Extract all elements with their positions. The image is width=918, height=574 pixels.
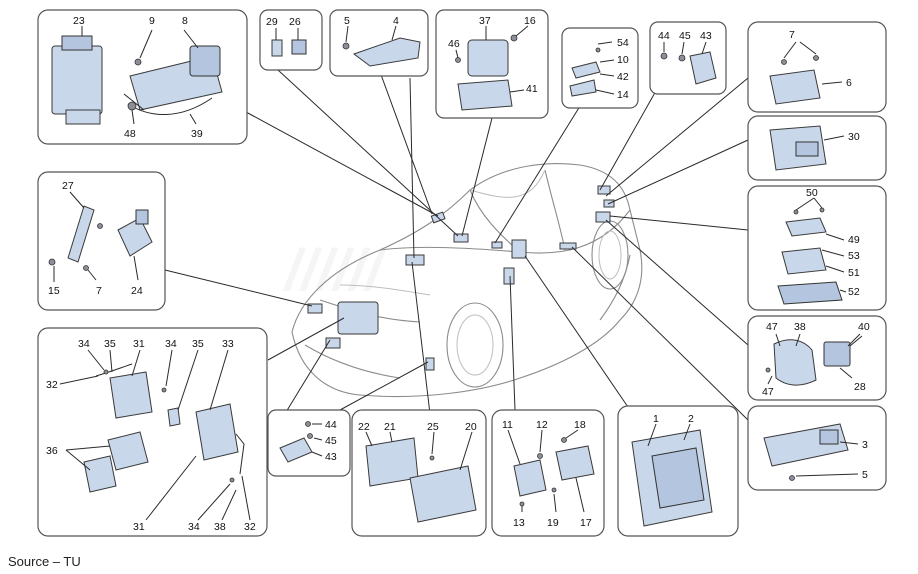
callout-32b: 32 (244, 521, 256, 533)
callout-11: 11 (502, 419, 513, 431)
panel-6: 44 45 43 (649, 21, 727, 95)
callout-53: 53 (848, 250, 860, 262)
callout-2: 2 (688, 413, 694, 425)
panel-11: 3 5 (747, 405, 887, 491)
callout-28: 28 (854, 381, 866, 393)
callout-22: 22 (358, 421, 370, 433)
callout-34: 34 (78, 338, 90, 350)
panel-3: 5 4 (329, 9, 429, 77)
callout-31: 31 (133, 338, 145, 350)
callout-35b: 35 (192, 338, 204, 350)
panel-15: 22 21 25 20 (351, 409, 487, 537)
panel-1: 23 9 8 48 39 (37, 9, 248, 145)
callout-52: 52 (848, 286, 860, 298)
callout-7: 7 (96, 285, 102, 297)
callout-18: 18 (574, 419, 586, 431)
callout-7: 7 (789, 29, 795, 41)
callout-13: 13 (513, 517, 525, 529)
callout-39: 39 (191, 128, 203, 140)
watermark: ////// (282, 238, 388, 303)
callout-17: 17 (580, 517, 592, 529)
callout-26: 26 (289, 16, 301, 28)
panel-8: 30 (747, 115, 887, 181)
callout-47-top: 47 (766, 321, 778, 333)
callout-36: 36 (46, 445, 58, 457)
callout-37: 37 (479, 15, 491, 27)
car-outline (291, 163, 643, 398)
panel-16: 11 12 18 13 19 17 (491, 409, 605, 537)
callout-25: 25 (427, 421, 439, 433)
callout-16: 16 (524, 15, 536, 27)
callout-49: 49 (848, 234, 860, 246)
callout-44: 44 (325, 419, 337, 431)
callout-44: 44 (658, 30, 670, 42)
callout-43: 43 (325, 451, 337, 463)
source-caption: Source – TU (8, 554, 81, 569)
callout-29: 29 (266, 16, 278, 28)
callout-21: 21 (384, 421, 396, 433)
callout-38: 38 (794, 321, 806, 333)
callout-8: 8 (182, 15, 188, 27)
callout-5: 5 (344, 15, 350, 27)
callout-12: 12 (536, 419, 548, 431)
callout-30: 30 (848, 131, 860, 143)
callout-45: 45 (325, 435, 337, 447)
callout-45: 45 (679, 30, 691, 42)
callout-5: 5 (862, 469, 868, 481)
callout-20: 20 (465, 421, 477, 433)
callout-47-bottom: 47 (762, 386, 774, 398)
callout-4: 4 (393, 15, 399, 27)
callout-42: 42 (617, 71, 629, 83)
callout-40: 40 (858, 321, 870, 333)
callout-32: 32 (46, 379, 58, 391)
callout-27: 27 (62, 180, 74, 192)
callout-48: 48 (124, 128, 136, 140)
callout-54: 54 (617, 37, 629, 49)
callout-46: 46 (448, 38, 460, 50)
callout-3: 3 (862, 439, 868, 451)
callout-35: 35 (104, 338, 116, 350)
panel-4: 37 16 46 41 (435, 9, 549, 119)
callout-34b: 34 (165, 338, 177, 350)
callout-41: 41 (526, 83, 538, 95)
panel-7: 7 6 (747, 21, 887, 113)
callout-14: 14 (617, 89, 629, 101)
panel-9: 50 49 53 51 52 (747, 185, 887, 311)
panel-12: 27 15 7 24 (37, 171, 166, 311)
leader-lines (164, 65, 749, 459)
panel-10: 47 38 40 28 47 (747, 315, 887, 401)
callout-15: 15 (48, 285, 60, 297)
callout-38: 38 (214, 521, 226, 533)
callout-19: 19 (547, 517, 559, 529)
callout-43: 43 (700, 30, 712, 42)
callout-24: 24 (131, 285, 143, 297)
panel-13: 34 35 31 34 35 33 32 36 31 34 38 32 (37, 327, 268, 537)
callout-23: 23 (73, 15, 85, 27)
callout-31b: 31 (133, 521, 145, 533)
panel-2: 29 26 (259, 9, 323, 71)
callout-9: 9 (149, 15, 155, 27)
callout-33: 33 (222, 338, 234, 350)
panel-17: 1 2 (617, 405, 739, 537)
callout-51: 51 (848, 267, 860, 279)
panel-14: 44 45 43 (267, 409, 351, 477)
callout-10: 10 (617, 54, 629, 66)
callout-6: 6 (846, 77, 852, 89)
parts-diagram: ////// (37, 9, 887, 537)
panel-5: 54 10 42 14 (561, 27, 639, 109)
callout-1: 1 (653, 413, 659, 425)
callout-34c: 34 (188, 521, 200, 533)
callout-50: 50 (806, 187, 818, 199)
